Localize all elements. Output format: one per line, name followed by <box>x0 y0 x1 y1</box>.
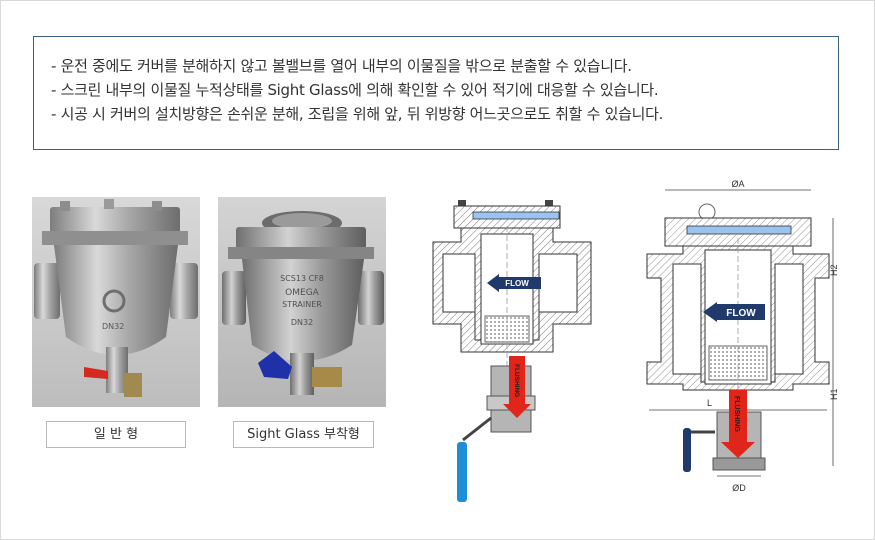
ball-valve-handle-blue <box>457 442 467 502</box>
sectional-diagram-sight-glass: FLOW FLUSHING <box>432 200 592 502</box>
flow-label-large: FLOW <box>726 308 756 319</box>
dim-label-length: L <box>707 398 712 408</box>
dimension-diagram: ØA FLOW L H2 H1 FLUSHING ØD <box>646 179 839 493</box>
sight-glass-body-mark-2: OMEGA <box>285 288 320 298</box>
feature-note-1: - 운전 중에도 커버를 분해하지 않고 볼밸브를 열어 내부의 이물질을 밖으… <box>51 57 632 75</box>
sight-glass-body-mark-4: DN32 <box>291 318 313 327</box>
sight-glass-pane <box>472 211 560 220</box>
feature-notes-box: - 운전 중에도 커버를 분해하지 않고 볼밸브를 열어 내부의 이물질을 밖으… <box>33 36 839 150</box>
flushing-label-large: FLUSHING <box>733 396 740 432</box>
dim-label-top: ØA <box>731 179 744 189</box>
flushing-arrow-large: FLUSHING <box>721 390 755 458</box>
feature-note-2: - 스크린 내부의 이물질 누적상태를 Sight Glass에 의해 확인할 … <box>51 81 659 99</box>
top-cover-bolts <box>458 200 553 208</box>
flow-label-small: FLOW <box>505 279 529 288</box>
sight-glass-caption: Sight Glass 부착형 <box>233 421 374 448</box>
flushing-label-small: FLUSHING <box>513 364 520 397</box>
flow-arrow-small: FLOW <box>487 274 541 292</box>
ball-valve-handle-dark <box>683 428 691 472</box>
dim-label-h2: H2 <box>829 264 839 276</box>
feature-note-3: - 시공 시 커버의 설치방향은 손쉬운 분해, 조립을 위해 앞, 뒤 위방향… <box>51 105 664 123</box>
flow-arrow-large: FLOW <box>703 302 765 322</box>
standard-caption: 일 반 형 <box>46 421 186 448</box>
dim-label-drain: ØD <box>732 483 746 493</box>
dim-label-h1: H1 <box>829 388 839 400</box>
sight-glass-strainer-photo: SCS13 CF8 OMEGA STRAINER DN32 <box>218 197 386 407</box>
sight-glass-pane-large <box>686 225 792 235</box>
sight-glass-body-mark-3: STRAINER <box>282 300 322 309</box>
flushing-arrow-small: FLUSHING <box>503 356 531 418</box>
standard-body-mark: DN32 <box>102 322 124 331</box>
sight-glass-body-mark-1: SCS13 CF8 <box>280 274 324 283</box>
standard-strainer-photo: DN32 <box>32 197 200 407</box>
